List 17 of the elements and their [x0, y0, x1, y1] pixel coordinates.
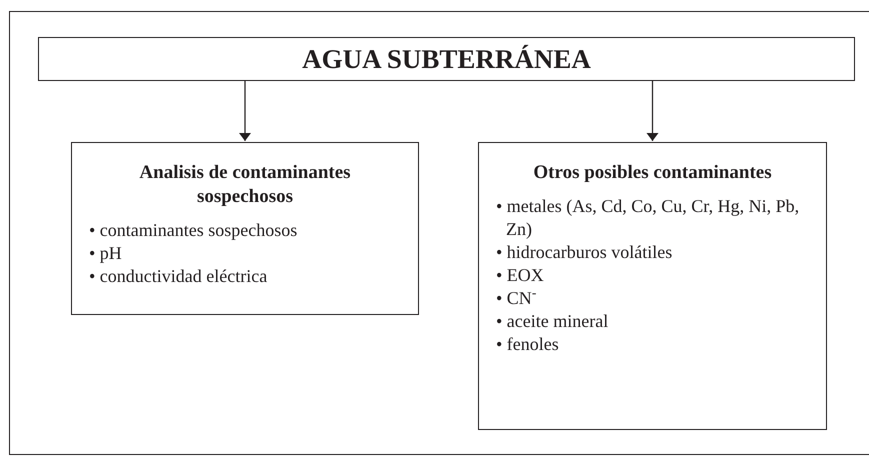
title-text: AGUA SUBTERRÁNEA [302, 46, 591, 72]
list-item: • hidrocarburos volátiles [496, 241, 674, 264]
list-item: • fenoles [496, 333, 560, 356]
list-item: • contaminantes sospechosos [89, 219, 298, 242]
box-heading: Analisis de contaminantes sospechosos [138, 161, 352, 209]
category-box [478, 142, 827, 430]
list-item: • metales (As, Cd, Co, Cu, Cr, Hg, Ni, Pb, Zn) [496, 195, 800, 241]
category-box [71, 142, 419, 315]
arrow [239, 81, 251, 141]
list-item: • pH [89, 242, 123, 265]
list-item: • aceite mineral [496, 310, 610, 333]
list-item: • conductividad eléctrica [89, 265, 268, 288]
box-heading: Otros posibles contaminantes [532, 161, 773, 185]
arrow [646, 81, 658, 141]
list-item: • EOX [496, 264, 545, 287]
title-box [38, 37, 855, 81]
list-item: • CN$^{-}$ [496, 287, 538, 310]
